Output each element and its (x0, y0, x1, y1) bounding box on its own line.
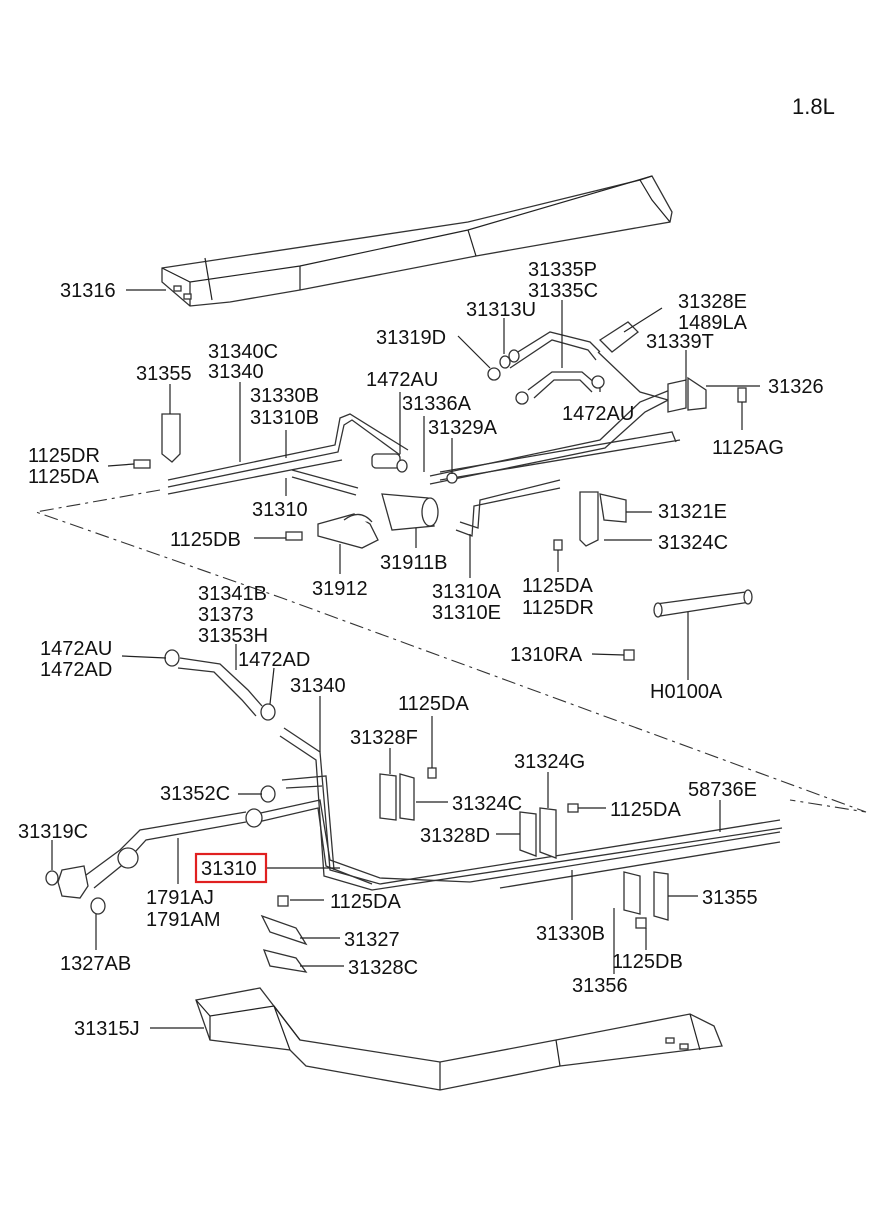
label-1472AU-lower: 1472AU (40, 638, 112, 660)
label-31310E: 31310E (432, 602, 501, 624)
label-1125DB-upper: 1125DB (170, 529, 241, 551)
label-31911B: 31911B (380, 552, 447, 574)
label-31352C: 31352C (160, 783, 230, 805)
label-1125DR-mid: 1125DR (522, 597, 594, 619)
lower-clips[interactable] (260, 767, 669, 973)
label-1125AG: 1125AG (712, 437, 784, 459)
part-labels: 1.8L 31316 31335P 31335C 31313U 31328E 1… (18, 94, 835, 1040)
label-31340-lower: 31340 (290, 675, 346, 697)
label-31373: 31373 (198, 604, 254, 626)
highlight-box-31310 (194, 852, 268, 884)
label-31328E: 31328E (678, 291, 747, 313)
label-1472AD-mid: 1472AD (238, 649, 310, 671)
label-31340: 31340 (208, 361, 264, 383)
label-1125DB-lower: 1125DB (612, 951, 683, 973)
label-31310B: 31310B (250, 407, 319, 429)
label-1472AU-upper: 1472AU (366, 369, 438, 391)
label-1125DA-upper: 1125DA (28, 466, 99, 488)
label-31335P: 31335P (528, 259, 597, 281)
label-1125DA-lower: 1125DA (398, 693, 469, 715)
label-1125DA-right: 1125DA (610, 799, 681, 821)
label-1791AJ: 1791AJ (146, 887, 214, 909)
label-31324C-upper: 31324C (658, 532, 728, 554)
label-31340C: 31340C (208, 341, 278, 363)
label-1489LA: 1489LA (678, 312, 748, 334)
label-1327AB: 1327AB (60, 953, 131, 975)
label-31310-upper: 31310 (252, 499, 308, 521)
label-1472AD-lower: 1472AD (40, 659, 112, 681)
label-31356: 31356 (572, 975, 628, 997)
label-31327: 31327 (344, 929, 400, 951)
label-31321E: 31321E (658, 501, 727, 523)
lower-frame-rail[interactable] (195, 987, 723, 1091)
label-31319D: 31319D (376, 327, 446, 349)
label-31326: 31326 (768, 376, 824, 398)
label-31341B: 31341B (198, 583, 267, 605)
label-31328C: 31328C (348, 957, 418, 979)
label-31912: 31912 (312, 578, 368, 600)
label-31336A: 31336A (402, 393, 472, 415)
label-31315J: 31315J (74, 1018, 140, 1040)
label-1125DR-upper: 1125DR (28, 445, 100, 467)
label-31329A: 31329A (428, 417, 498, 439)
label-31355: 31355 (136, 363, 192, 385)
label-1472AU-right: 1472AU (562, 403, 634, 425)
label-31316: 31316 (60, 280, 116, 302)
label-31319C: 31319C (18, 821, 88, 843)
label-31330B: 31330B (250, 385, 319, 407)
label-31330B-lower: 31330B (536, 923, 605, 945)
label-31313U: 31313U (466, 299, 536, 321)
label-31339T: 31339T (646, 331, 714, 353)
engine-variant-label: 1.8L (792, 94, 835, 119)
label-H0100A: H0100A (650, 681, 723, 703)
label-31328F: 31328F (350, 727, 418, 749)
label-31355-lower: 31355 (702, 887, 758, 909)
upper-fuel-lines[interactable] (167, 331, 681, 537)
upper-frame-rail[interactable] (161, 175, 673, 307)
label-31353H: 31353H (198, 625, 268, 647)
label-1125DA-bottom: 1125DA (330, 891, 401, 913)
label-1310RA: 1310RA (510, 644, 583, 666)
label-1125DA-mid: 1125DA (522, 575, 593, 597)
label-31324C-lower: 31324C (452, 793, 522, 815)
assembly-outline (33, 489, 867, 813)
lower-fuel-lines[interactable] (45, 649, 783, 915)
label-31335C: 31335C (528, 280, 598, 302)
label-31310-highlighted: 31310 (201, 858, 257, 880)
label-31328D: 31328D (420, 825, 490, 847)
label-31310A: 31310A (432, 581, 502, 603)
label-58736E: 58736E (688, 779, 757, 801)
label-1791AM: 1791AM (146, 909, 221, 931)
label-31324G: 31324G (514, 751, 585, 773)
upper-fittings[interactable] (133, 321, 753, 661)
leader-lines (51, 289, 760, 1029)
